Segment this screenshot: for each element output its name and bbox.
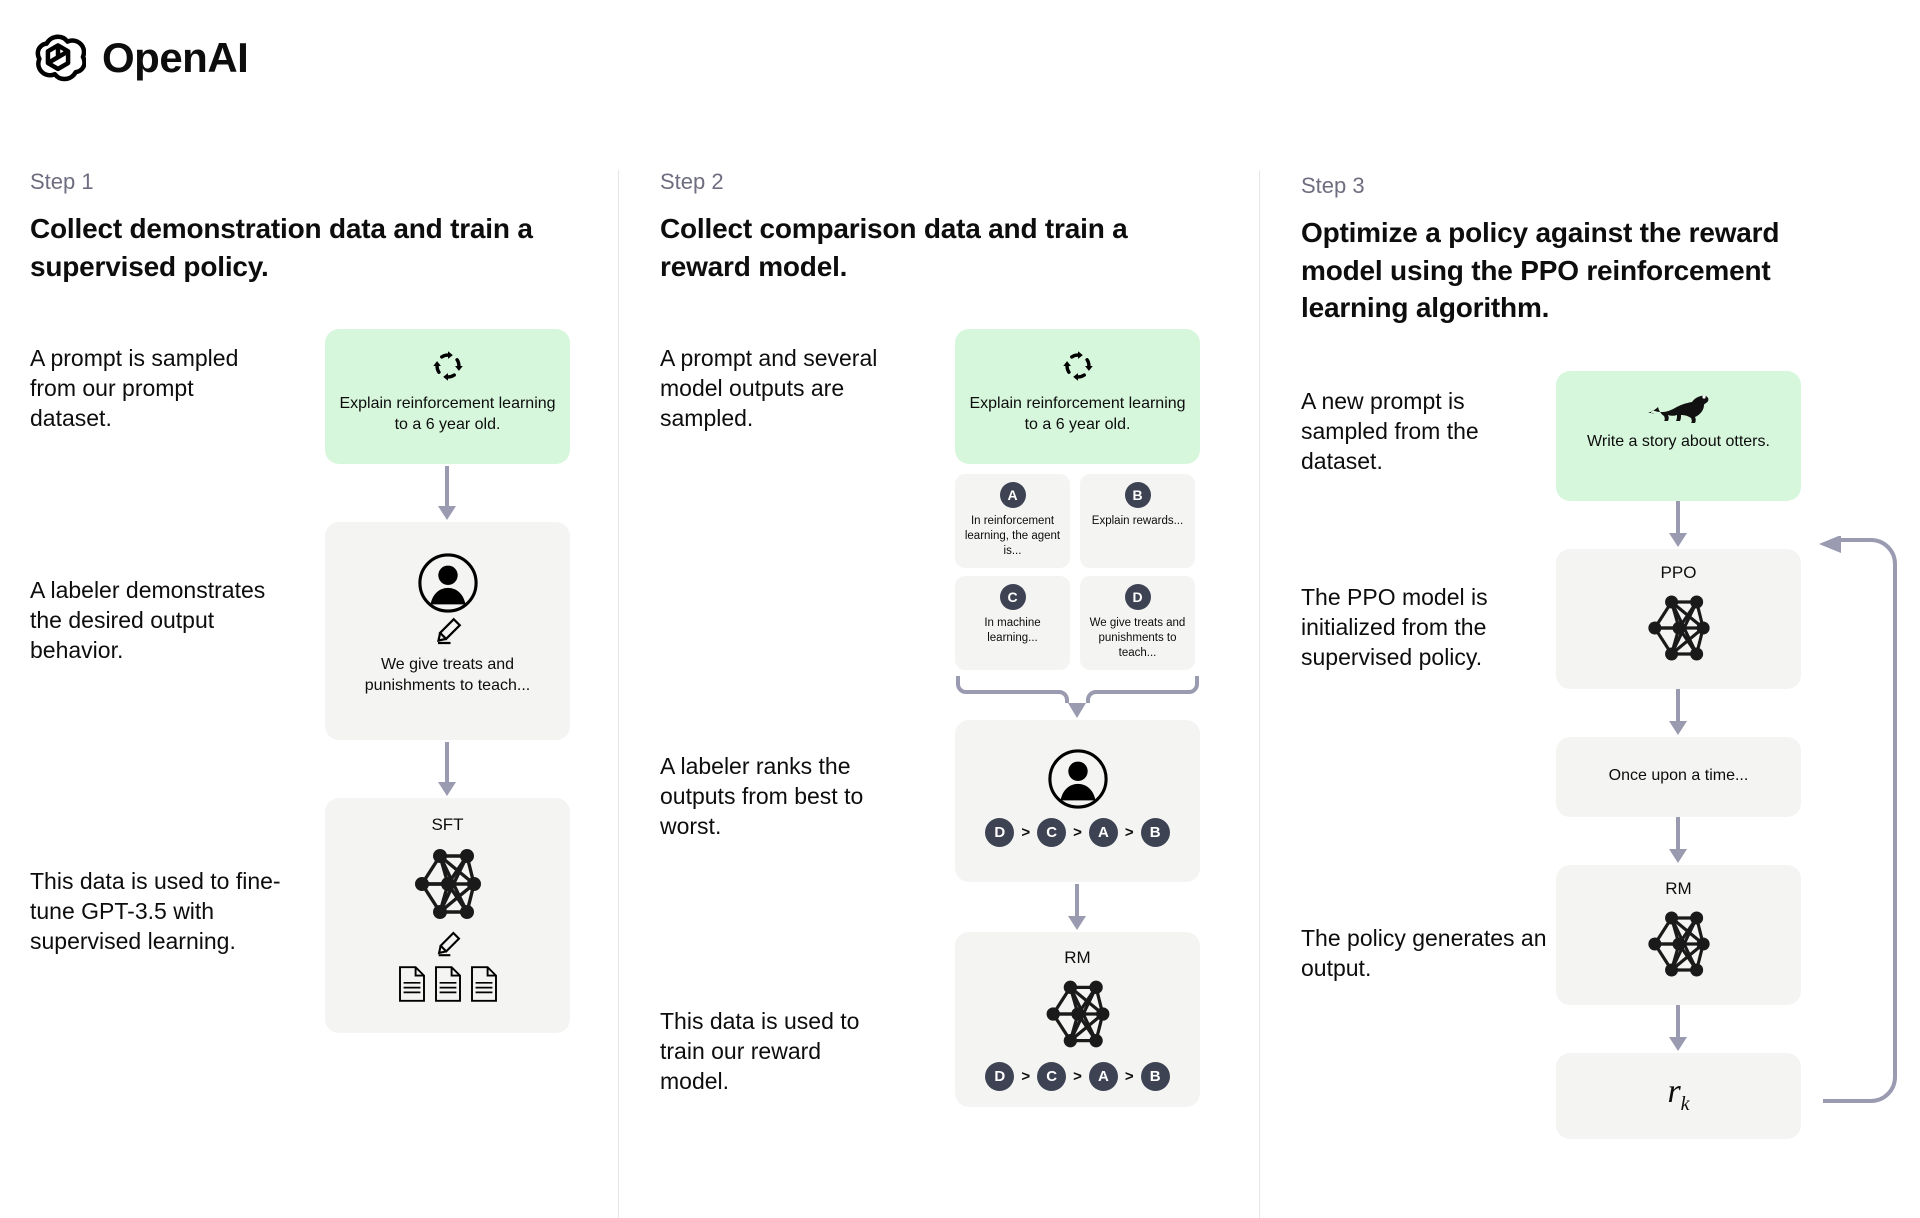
option-badge-a: A [999, 482, 1026, 509]
prompt-card-1-text: Explain reinforcement learning to a 6 ye… [339, 395, 556, 434]
step-2-column: Step 2 Collect comparison data and train… [618, 169, 1259, 1218]
step-1-label: Step 1 [30, 169, 94, 194]
neural-network-icon [967, 974, 1188, 1054]
option-badge-c: C [999, 584, 1026, 611]
rm-rank-badge-3: A [1088, 1062, 1118, 1092]
rank-badge-4: B [1140, 817, 1170, 847]
step-3-title: Optimize a policy against the reward mod… [1301, 217, 1780, 324]
rank-separator-1: > [1021, 823, 1031, 841]
person-icon [337, 552, 558, 614]
arrow-down-2 [438, 742, 456, 797]
reward-card: rk [1556, 1052, 1801, 1139]
output-card: Once upon a time... [1556, 736, 1801, 817]
arrow-down-1 [438, 466, 456, 521]
rank-separator-2: > [1073, 823, 1082, 841]
rm-rank-badge-1: D [985, 1062, 1015, 1092]
rank-separator-3: > [1124, 823, 1134, 841]
brand-name: OpenAI [102, 34, 249, 81]
sft-card-title: SFT [431, 815, 464, 835]
option-badge-d: D [1124, 584, 1151, 611]
documents-icon [337, 965, 558, 1002]
option-card-d[interactable]: D We give treats and punishments to teac… [1080, 576, 1195, 670]
ppo-card-title: PPO [1660, 562, 1697, 582]
bracket-arrow [956, 675, 1199, 718]
neural-network-icon [1568, 589, 1789, 667]
pencil-icon [337, 616, 558, 646]
option-text-c: In machine learning... [984, 617, 1041, 644]
cycle-icon [967, 349, 1188, 383]
neural-network-icon [1568, 905, 1789, 983]
option-card-c[interactable]: C In machine learning... [955, 576, 1070, 670]
rm-rank-separator-3: > [1124, 1068, 1134, 1086]
step-2-desc-3: This data is used to train our reward mo… [660, 1008, 860, 1094]
reward-symbol-subscript: k [1680, 1093, 1690, 1116]
sft-card: SFT [325, 798, 570, 1034]
arrow-down-5 [1669, 688, 1687, 735]
prompt-card-3: Write a story about otters. [1556, 370, 1801, 501]
step-1-column: Step 1 Collect demonstration data and tr… [0, 169, 618, 1218]
step-2-desc-2: A labeler ranks the outputs from best to… [660, 753, 864, 839]
step-3-desc-1: A new prompt is sampled from the dataset… [1301, 387, 1479, 474]
rm-ranking-row: D > C > A > B [967, 1062, 1188, 1092]
arrow-down-6 [1669, 816, 1687, 863]
otter-icon [1568, 387, 1789, 423]
step-3-label: Step 3 [1301, 173, 1365, 198]
prompt-card-3-text: Write a story about otters. [1587, 432, 1770, 450]
step-1-title: Collect demonstration data and train a s… [30, 213, 533, 282]
prompt-card-2-text: Explain reinforcement learning to a 6 ye… [969, 395, 1186, 434]
option-text-a: In reinforcement learning, the agent is.… [964, 515, 1061, 558]
rm-rank-badge-2: C [1037, 1062, 1067, 1092]
reward-symbol: rk [1667, 1075, 1689, 1114]
option-text-d: We give treats and punishments to teach.… [1089, 617, 1186, 659]
rank-badge-1: D [985, 817, 1015, 847]
option-cards-grid: A In reinforcement learning, the agent i… [955, 474, 1200, 670]
option-badge-b: B [1124, 482, 1151, 509]
step-2-title: Collect comparison data and train a rewa… [660, 213, 1128, 282]
rm-rank-badge-4: B [1140, 1062, 1170, 1092]
rank-badge-2: C [1037, 817, 1067, 847]
reward-symbol-base: r [1667, 1073, 1681, 1111]
arrow-down-4 [1669, 500, 1687, 547]
prompt-card-2: Explain reinforcement learning to a 6 ye… [955, 329, 1200, 465]
step-1-desc-2: A labeler demonstrates the desired outpu… [30, 577, 266, 663]
option-text-b: Explain rewards... [1091, 515, 1184, 528]
labeler-card-1-text: We give treats and punishments to teach.… [364, 656, 531, 695]
prompt-card-1: Explain reinforcement learning to a 6 ye… [325, 329, 570, 465]
rm-card-3: RM [1556, 864, 1801, 1005]
neural-network-icon [337, 842, 558, 926]
feedback-loop-arrow [1819, 535, 1897, 1103]
rm-card-3-title: RM [1665, 878, 1692, 898]
step-1-desc-3: This data is used to fine-tune GPT-3.5 w… [30, 868, 281, 954]
steps-container: Step 1 Collect demonstration data and tr… [0, 169, 1920, 1218]
ranking-row: D > C > A > B [967, 817, 1188, 847]
step-3-column: Step 3 Optimize a policy against the rew… [1259, 170, 1920, 1218]
step-2-desc-1: A prompt and several model outputs are s… [660, 345, 878, 431]
rm-rank-separator-1: > [1021, 1068, 1031, 1086]
rm-rank-separator-2: > [1073, 1068, 1082, 1086]
arrow-down-7 [1669, 1004, 1687, 1051]
rank-badge-3: A [1088, 817, 1118, 847]
step-3-desc-2: The PPO model is initialized from the su… [1301, 583, 1488, 670]
person-icon [967, 748, 1188, 810]
rm-card-2-title: RM [1064, 947, 1091, 967]
rm-card-2: RM [955, 931, 1200, 1107]
option-card-b[interactable]: B Explain rewards... [1080, 474, 1195, 569]
step-2-label: Step 2 [660, 169, 724, 194]
pencil-icon [337, 930, 558, 958]
brand: OpenAI [30, 30, 249, 86]
arrow-down-3 [1068, 883, 1086, 930]
step-1-desc-1: A prompt is sampled from our prompt data… [30, 345, 239, 431]
ppo-card: PPO [1556, 548, 1801, 689]
ranking-card: D > C > A > B [955, 719, 1200, 882]
step-3-desc-3: The policy generates an output. [1301, 924, 1547, 981]
output-card-text: Once upon a time... [1608, 767, 1749, 785]
labeler-card-1: We give treats and punishments to teach.… [325, 522, 570, 741]
cycle-icon [337, 349, 558, 383]
option-card-a[interactable]: A In reinforcement learning, the agent i… [955, 474, 1070, 569]
openai-logo-icon [30, 30, 86, 86]
